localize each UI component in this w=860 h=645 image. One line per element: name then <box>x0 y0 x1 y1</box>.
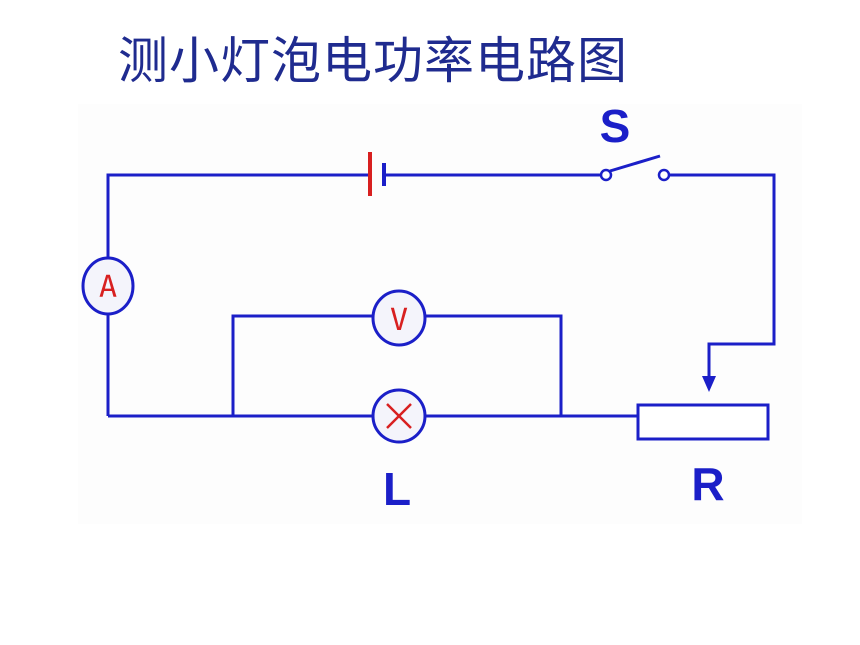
right-wire <box>669 173 776 378</box>
voltmeter: V <box>371 289 427 347</box>
voltmeter-label: V <box>390 303 408 338</box>
rheostat-label: R <box>691 458 724 510</box>
battery-icon <box>368 152 386 196</box>
ammeter: A <box>81 256 135 316</box>
switch-label: S <box>600 100 631 152</box>
rheostat-resistor <box>636 403 770 441</box>
voltmeter-branch-left <box>231 314 373 416</box>
ammeter-label: A <box>99 270 117 305</box>
top-wire-left <box>106 173 368 287</box>
voltmeter-branch-right <box>425 314 563 416</box>
lamp-label: L <box>383 463 411 515</box>
switch-icon <box>599 154 671 182</box>
slider-arrow-icon <box>702 376 716 392</box>
lamp-bulb <box>371 388 427 444</box>
page-title: 测小灯泡电功率电路图 <box>118 32 628 90</box>
